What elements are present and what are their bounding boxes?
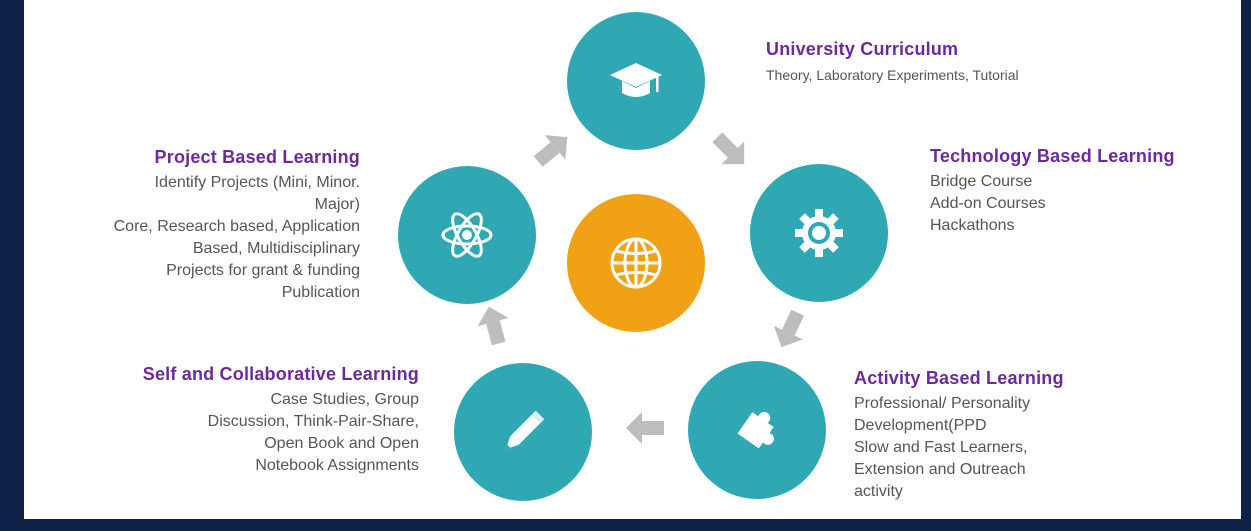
project-line-3: Core, Research based, Application (113, 218, 360, 235)
activity-based-learning-title: Activity Based Learning (854, 368, 1064, 388)
self-collaborative-learning-label: Self and Collaborative Learning Case Stu… (143, 363, 419, 477)
activity-based-learning-node (688, 361, 826, 499)
puzzle-icon (737, 411, 774, 449)
activity-line-3: Slow and Fast Learners, (854, 439, 1028, 456)
self-line-1: Case Studies, Group (270, 391, 419, 408)
self-collaborative-learning-title: Self and Collaborative Learning (142, 364, 419, 384)
university-curriculum-node (567, 12, 705, 150)
activity-based-learning-label: Activity Based Learning Professional/ Pe… (854, 367, 1064, 503)
project-based-learning-node (398, 166, 536, 304)
activity-line-5: activity (854, 483, 903, 500)
technology-based-learning-title: Technology Based Learning (930, 146, 1175, 166)
graduation-cap-icon (610, 63, 662, 97)
activity-line-2: Development(PPD (854, 417, 987, 434)
technology-line-2: Add-on Courses (930, 195, 1046, 212)
center-globe-node (567, 194, 705, 332)
bottom-border (0, 519, 1251, 531)
self-line-4: Notebook Assignments (255, 457, 419, 474)
project-based-learning-label: Project Based Learning Identify Projects… (114, 146, 360, 304)
project-line-1: Identify Projects (Mini, Minor. (154, 174, 360, 191)
gear-icon (795, 209, 843, 257)
project-line-2: Major) (314, 196, 360, 213)
activity-line-1: Professional/ Personality (854, 395, 1031, 412)
arrow-self-to-project (468, 300, 520, 352)
activity-line-4: Extension and Outreach (854, 461, 1026, 478)
right-border (1241, 0, 1251, 531)
technology-based-learning-label: Technology Based Learning Bridge Course … (930, 145, 1175, 237)
arrow-technology-to-activity (764, 303, 816, 355)
self-line-3: Open Book and Open (264, 435, 419, 452)
project-line-4: Based, Multidisciplinary (192, 240, 360, 257)
left-border (0, 0, 24, 531)
technology-line-1: Bridge Course (930, 173, 1033, 190)
project-line-6: Publication (281, 284, 360, 301)
project-based-learning-title: Project Based Learning (154, 147, 360, 167)
self-collaborative-learning-node (454, 363, 592, 501)
pencil-icon (506, 410, 545, 449)
arrow-university-to-technology (704, 124, 756, 176)
university-curriculum-label: University Curriculum Theory, Laboratory… (766, 38, 1019, 86)
globe-icon (610, 237, 662, 289)
arrow-activity-to-self (620, 402, 672, 454)
self-line-2: Discussion, Think-Pair-Share, (207, 413, 419, 430)
university-curriculum-title: University Curriculum (766, 39, 959, 59)
technology-line-3: Hackathons (930, 217, 1015, 234)
atom-icon (441, 212, 493, 258)
arrow-project-to-university (526, 124, 578, 176)
university-curriculum-line: Theory, Laboratory Experiments, Tutorial (766, 67, 1019, 83)
project-line-5: Projects for grant & funding (166, 262, 360, 279)
technology-based-learning-node (750, 164, 888, 302)
